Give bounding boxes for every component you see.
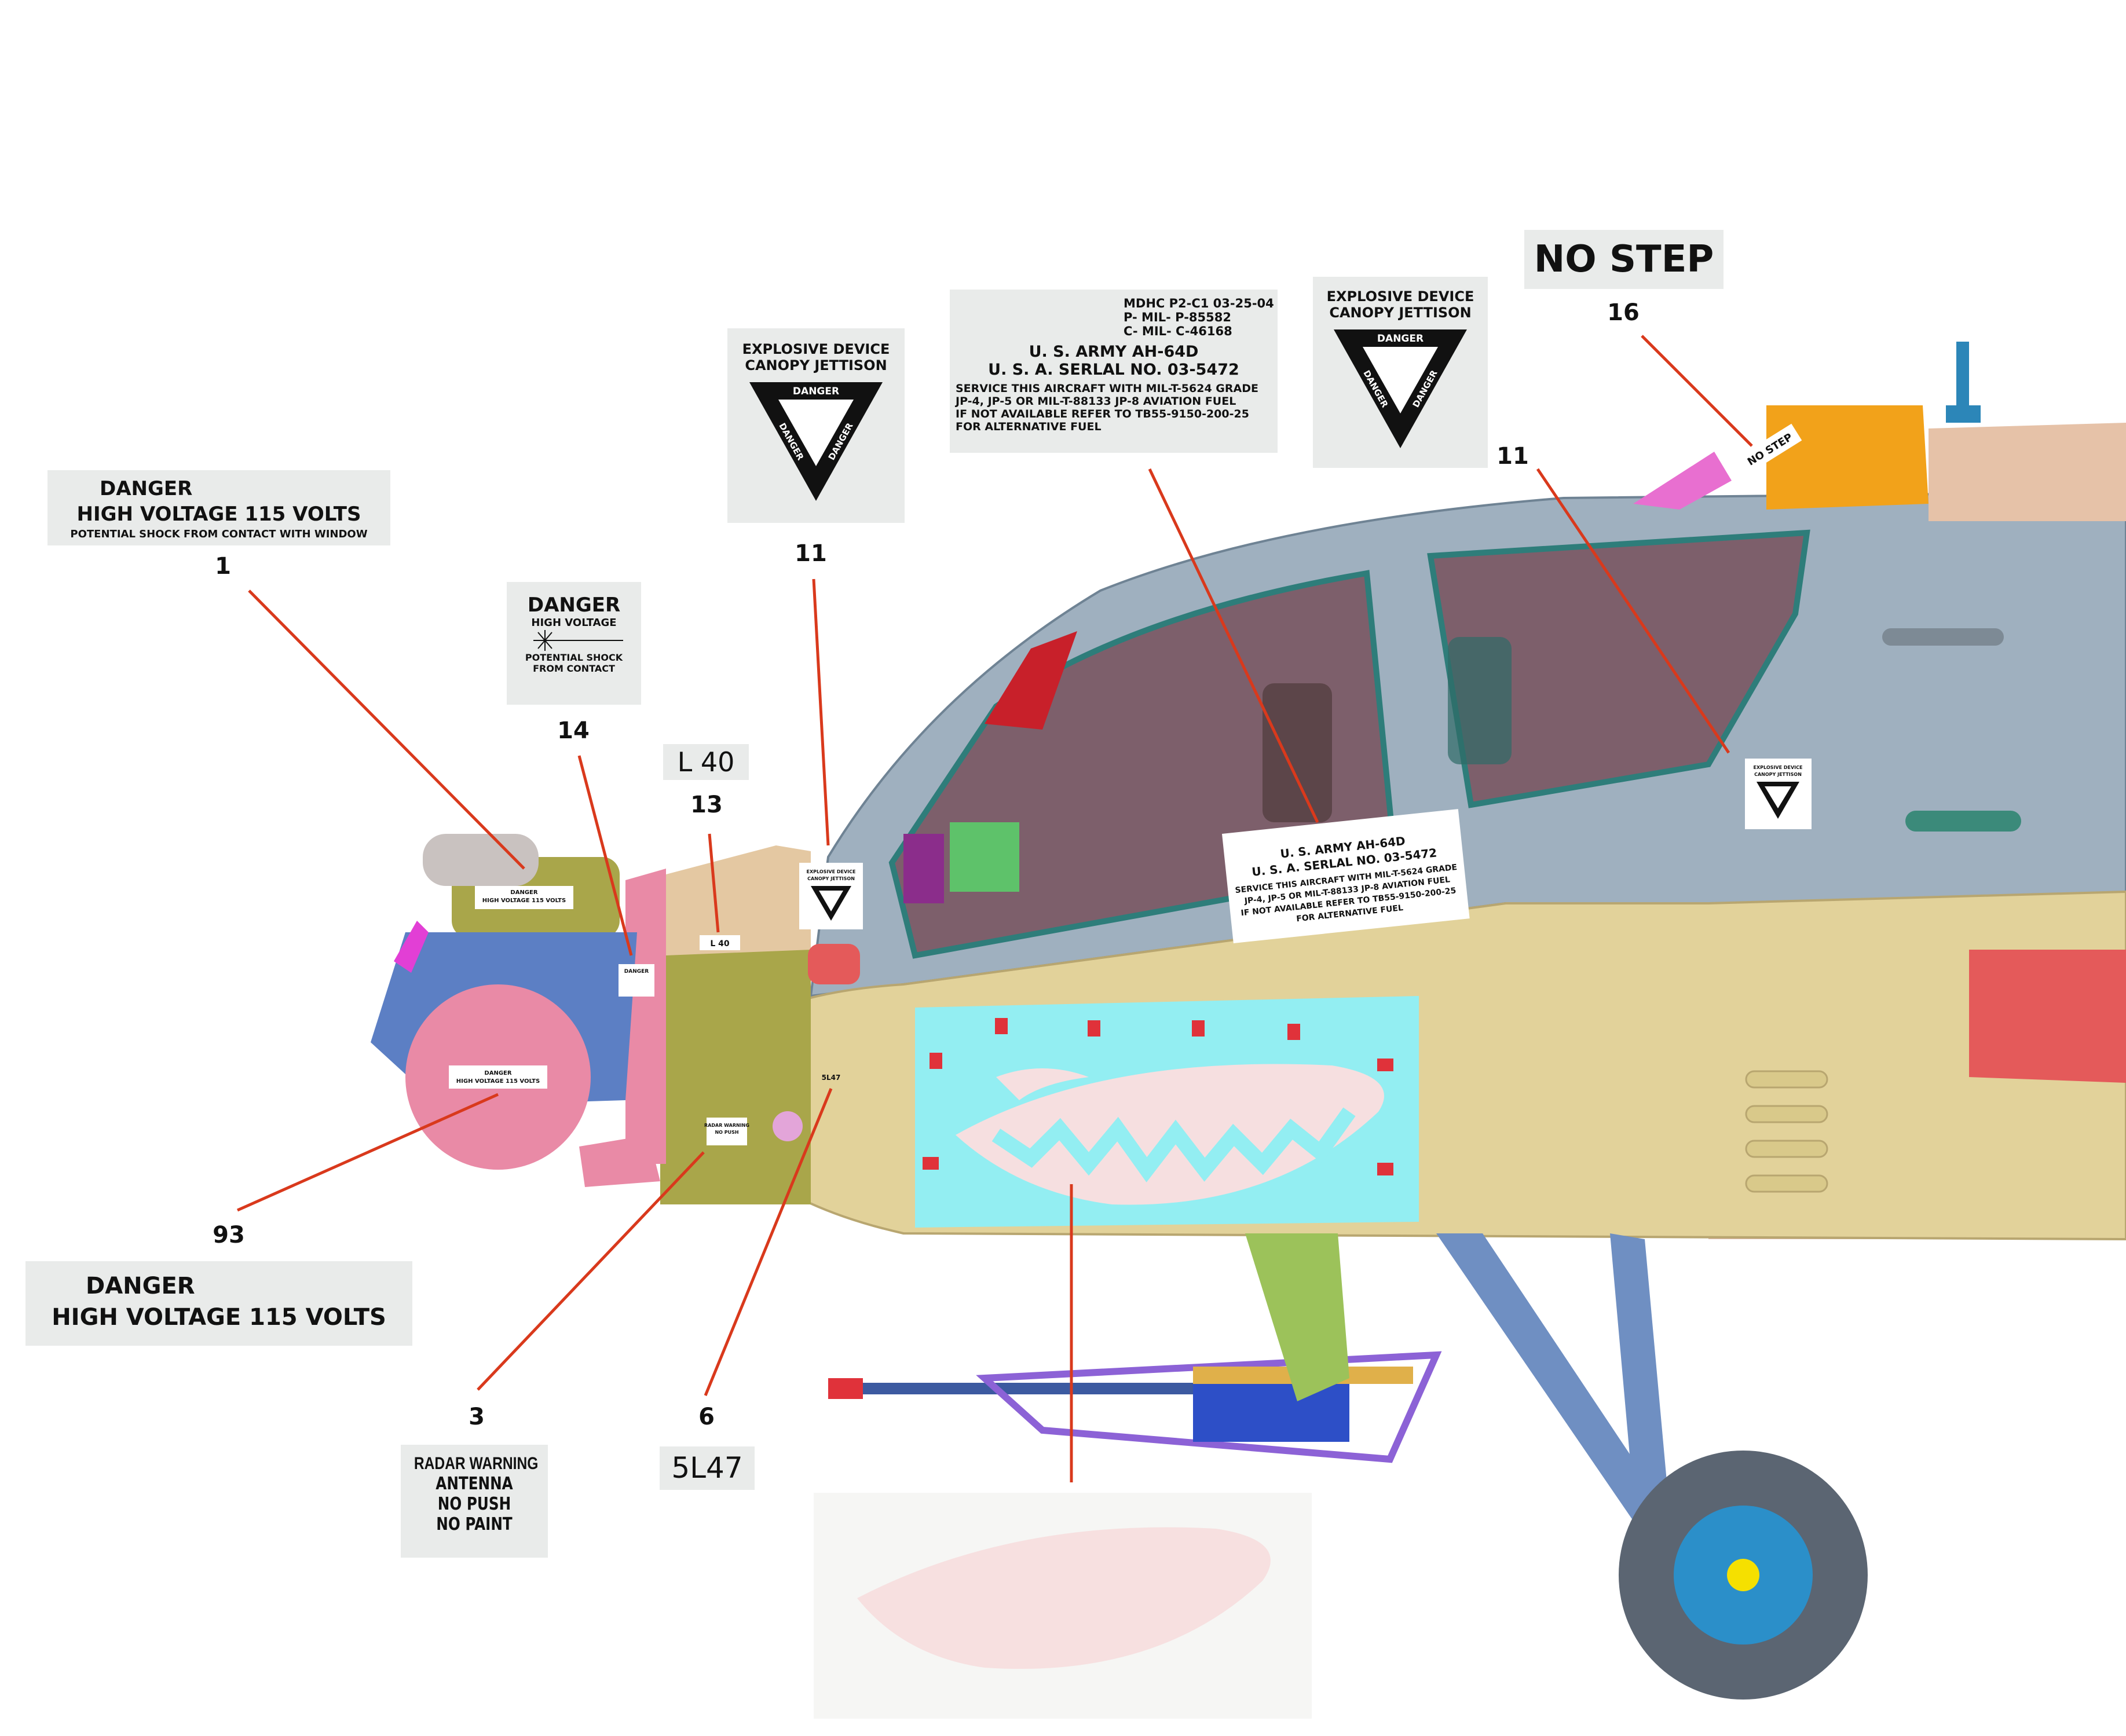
- applied-canopy-b-l2: CANOPY JETTISON: [1754, 772, 1802, 777]
- danger-triangle-icon: DANGER DANGER DANGER: [749, 382, 883, 501]
- label-canopy-a-l2: CANOPY JETTISON: [745, 357, 887, 373]
- label-no-step: NO STEP: [1524, 230, 1724, 289]
- label-plate-l5: U. S. A. SERLAL NO. 03-5472: [988, 361, 1239, 379]
- label-canopy-jettison-a: EXPLOSIVE DEVICE CANOPY JETTISON DANGER …: [727, 328, 905, 523]
- label-radar-l3: NO PUSH: [437, 1494, 511, 1514]
- applied-sl47: 5L47: [822, 1074, 841, 1082]
- applied-l40: L 40: [710, 939, 730, 948]
- triangle-b-top: DANGER: [1377, 333, 1424, 345]
- label-canopy-b-l1: EXPLOSIVE DEVICE: [1326, 288, 1474, 305]
- applied-danger-turret-l2: HIGH VOLTAGE 115 VOLTS: [482, 898, 566, 904]
- label-danger-115-window: DANGER HIGH VOLTAGE 115 VOLTS POTENTIAL …: [47, 470, 390, 545]
- label-danger-115-window-l1: DANGER: [100, 477, 193, 500]
- label-danger-hv-laser: DANGER HIGH VOLTAGE POTENTIAL SHOCK FROM…: [507, 582, 641, 705]
- label-l40-text: L 40: [677, 746, 735, 778]
- leader-11b: [1536, 468, 1730, 754]
- callout-13: 13: [690, 792, 723, 818]
- applied-danger-turret-l1: DANGER: [510, 889, 537, 896]
- triangle-a-top: DANGER: [793, 386, 839, 397]
- label-danger-hv-laser-l1: DANGER: [527, 594, 621, 617]
- label-canopy-a-l1: EXPLOSIVE DEVICE: [742, 341, 890, 357]
- leader-11a: [812, 578, 830, 846]
- label-no-step-text: NO STEP: [1534, 238, 1714, 281]
- label-plate-l9: FOR ALTERNATIVE FUEL: [956, 420, 1102, 433]
- label-plate-l3: C- MIL- C-46168: [1124, 324, 1232, 338]
- callout-11-canopy: 11: [1496, 443, 1529, 470]
- label-danger-115-l1: DANGER: [86, 1273, 195, 1299]
- label-plate-l2: P- MIL- P-85582: [1124, 310, 1231, 324]
- applied-canopy-a-l1: EXPLOSIVE DEVICE: [807, 869, 856, 874]
- leader-6: [704, 1088, 833, 1396]
- label-danger-hv-laser-l3: POTENTIAL SHOCK: [525, 652, 623, 663]
- label-radar-l2: ANTENNA: [436, 1474, 513, 1494]
- label-l40: L 40: [663, 744, 749, 780]
- applied-danger-ball-l1: DANGER: [484, 1070, 511, 1076]
- leader-14: [577, 755, 633, 956]
- label-radar-warning: RADAR WARNING ANTENNA NO PUSH NO PAINT: [401, 1445, 548, 1558]
- applied-canopy-b-l1: EXPLOSIVE DEVICE: [1754, 765, 1803, 770]
- callout-14: 14: [557, 717, 590, 744]
- applied-decals: DANGER HIGH VOLTAGE 115 VOLTS DANGER L 4…: [449, 423, 1812, 1145]
- label-plate-l1: MDHC P2-C1 03-25-04: [1124, 296, 1274, 310]
- applied-canopy-a-l2: CANOPY JETTISON: [807, 876, 855, 881]
- label-danger-115-l2: HIGH VOLTAGE 115 VOLTS: [52, 1304, 386, 1331]
- helicopter-illustration: [371, 342, 2126, 1719]
- leader-plate: [1148, 468, 1319, 823]
- callout-1: 1: [215, 553, 231, 580]
- leader-16: [1641, 335, 1753, 447]
- label-plate-l8: IF NOT AVAILABLE REFER TO TB55-9150-200-…: [956, 408, 1249, 420]
- leader-lines: [236, 335, 1753, 1482]
- callout-11-nose: 11: [795, 540, 827, 567]
- callout-16: 16: [1607, 299, 1640, 326]
- danger-triangle-icon: DANGER DANGER DANGER: [1334, 329, 1467, 448]
- laser-starburst-icon: [533, 630, 623, 651]
- callout-3: 3: [469, 1404, 485, 1430]
- label-danger-115: DANGER HIGH VOLTAGE 115 VOLTS: [25, 1261, 412, 1346]
- label-danger-hv-laser-l2: HIGH VOLTAGE: [531, 617, 617, 629]
- applied-radar-l1: RADAR WARNING: [704, 1123, 749, 1128]
- label-danger-115-window-l3: POTENTIAL SHOCK FROM CONTACT WITH WINDOW: [70, 528, 368, 540]
- applied-danger-ball-l2: HIGH VOLTAGE 115 VOLTS: [456, 1078, 540, 1085]
- applied-danger-collar: DANGER: [624, 969, 649, 975]
- label-canopy-b-l2: CANOPY JETTISON: [1329, 305, 1472, 321]
- callout-93: 93: [213, 1222, 245, 1248]
- label-danger-115-window-l2: HIGH VOLTAGE 115 VOLTS: [76, 503, 361, 526]
- label-plate-l6: SERVICE THIS AIRCRAFT WITH MIL-T-5624 GR…: [956, 382, 1258, 395]
- label-sl47: 5L47: [660, 1446, 755, 1490]
- label-sl47-text: 5L47: [671, 1451, 743, 1485]
- leader-93: [236, 1093, 499, 1212]
- label-radar-l4: NO PAINT: [436, 1514, 513, 1534]
- leader-13: [708, 833, 720, 933]
- label-data-plate: MDHC P2-C1 03-25-04 P- MIL- P-85582 C- M…: [950, 290, 1278, 453]
- label-canopy-jettison-b: EXPLOSIVE DEVICE CANOPY JETTISON DANGER …: [1313, 277, 1488, 468]
- label-danger-hv-laser-l4: FROM CONTACT: [533, 663, 615, 674]
- leader-1: [248, 589, 525, 870]
- label-radar-l1: RADAR WARNING: [414, 1454, 539, 1473]
- callout-6: 6: [698, 1404, 715, 1430]
- applied-radar-l2: NO PUSH: [715, 1130, 738, 1135]
- leader-3: [477, 1151, 705, 1391]
- label-plate-l4: U. S. ARMY AH-64D: [1029, 343, 1199, 361]
- label-plate-l7: JP-4, JP-5 OR MIL-T-88133 JP-8 AVIATION …: [956, 395, 1236, 408]
